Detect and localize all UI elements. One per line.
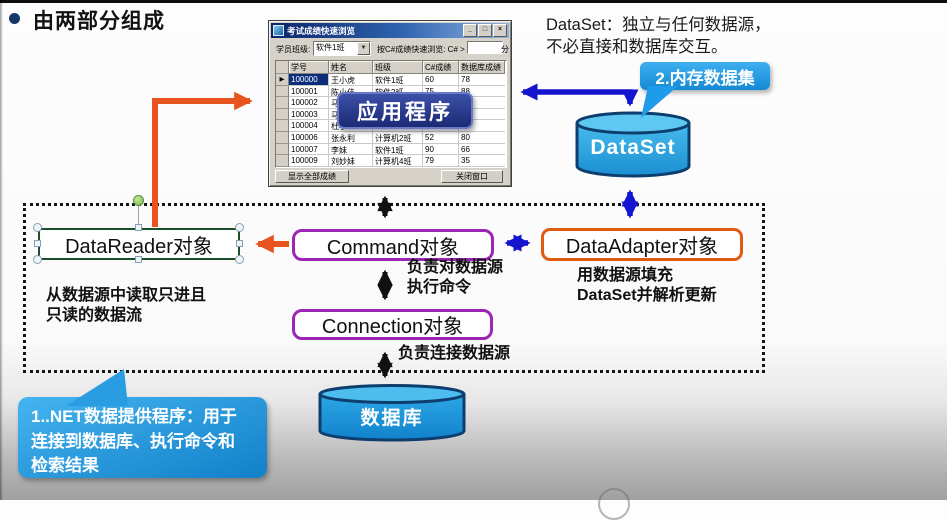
filter-label: 按C#成绩快速浏览: C# > <box>377 45 465 54</box>
col-header[interactable]: 班级 <box>373 61 423 74</box>
col-header[interactable]: C#成绩 <box>423 61 459 74</box>
application-label: 应用程序 <box>337 92 473 129</box>
maximize-icon[interactable]: □ <box>478 24 492 37</box>
close-window-button[interactable]: 关闭窗口 <box>441 170 503 183</box>
selection-handle[interactable] <box>236 240 243 247</box>
close-icon[interactable]: × <box>493 24 507 37</box>
selection-handle[interactable] <box>34 240 41 247</box>
slide-title: 由两部分组成 <box>33 10 165 33</box>
rotation-handle[interactable] <box>133 195 144 206</box>
selection-handle[interactable] <box>135 256 142 263</box>
app-window-title: 考试成绩快速浏览 <box>287 25 356 36</box>
arrow-app-dataset <box>520 83 639 107</box>
show-all-button[interactable]: 显示全部成绩 <box>275 170 349 183</box>
unit-label: 分 <box>501 45 509 54</box>
command-description: 负责对数据源 执行命令 <box>407 259 504 296</box>
row-marker-icon: ▶ <box>276 74 289 86</box>
table-row[interactable]: 100009 刘妙妹 计算机4班 79 35 <box>276 155 506 167</box>
app-window-titlebar[interactable]: 考试成绩快速浏览 _ □ × <box>271 23 509 38</box>
callout-memory-dataset: 2.内存数据集 <box>640 62 770 90</box>
score-input[interactable] <box>467 41 503 54</box>
minimize-icon[interactable]: _ <box>463 24 477 37</box>
class-label: 学员班级: <box>276 45 311 54</box>
dataadapter-description: 用数据源填充 DataSet并解析更新 <box>577 267 717 304</box>
database-cylinder: 数据库 <box>314 383 470 443</box>
datareader-description: 从数据源中读取只进且 只读的数据流 <box>46 287 207 324</box>
app-window-toolbar: 学员班级: 软件1班 ▼ 按C#成绩快速浏览: C# > 分 <box>271 40 509 57</box>
watermark-circle <box>598 488 630 520</box>
selection-handle[interactable] <box>33 255 42 264</box>
dataset-note: DataSet：独立与任何数据源， 不必直接和数据库交互。 <box>546 16 771 57</box>
class-select-value: 软件1班 <box>316 43 345 52</box>
grid-header-row: 学号 姓名 班级 C#成绩 数据库成绩 <box>276 61 506 74</box>
datareader-box: DataReader对象 <box>33 195 244 264</box>
col-header[interactable]: 学号 <box>289 61 329 74</box>
selection-handle[interactable] <box>33 223 42 232</box>
dataset-label: DataSet <box>590 136 676 159</box>
connection-box: Connection对象 <box>292 309 493 340</box>
video-left-edge <box>0 0 3 500</box>
video-top-edge <box>0 0 947 3</box>
table-row[interactable]: ▶ 100000 王小虎 软件1班 60 78 <box>276 74 506 86</box>
selection-handle[interactable] <box>135 224 142 231</box>
col-header[interactable]: 姓名 <box>329 61 373 74</box>
app-window-icon <box>273 25 284 36</box>
bullet-dot <box>9 13 20 24</box>
provider-dashed-box <box>23 203 765 373</box>
database-label: 数据库 <box>360 408 424 429</box>
cylinder-shape <box>575 111 691 178</box>
cylinder-shape <box>318 384 466 442</box>
command-box: Command对象 <box>292 229 494 261</box>
selection-handle[interactable] <box>235 223 244 232</box>
table-row[interactable]: 100006 张永利 计算机2班 52 80 <box>276 131 506 144</box>
dataadapter-box: DataAdapter对象 <box>541 228 743 261</box>
dataset-cylinder: DataSet <box>570 110 696 180</box>
col-header[interactable]: 数据库成绩 <box>459 61 505 74</box>
table-row[interactable]: 100007 李妹 软件1班 90 66 <box>276 143 506 156</box>
chevron-down-icon[interactable]: ▼ <box>357 42 370 55</box>
selection-handle[interactable] <box>235 255 244 264</box>
class-select[interactable]: 软件1班 ▼ <box>313 41 371 56</box>
rotation-handle-line <box>138 204 139 228</box>
callout-provider: 1..NET数据提供程序：用于 连接到数据库、执行命令和 检索结果 <box>18 397 267 478</box>
connection-description: 负责连接数据源 <box>398 345 511 362</box>
